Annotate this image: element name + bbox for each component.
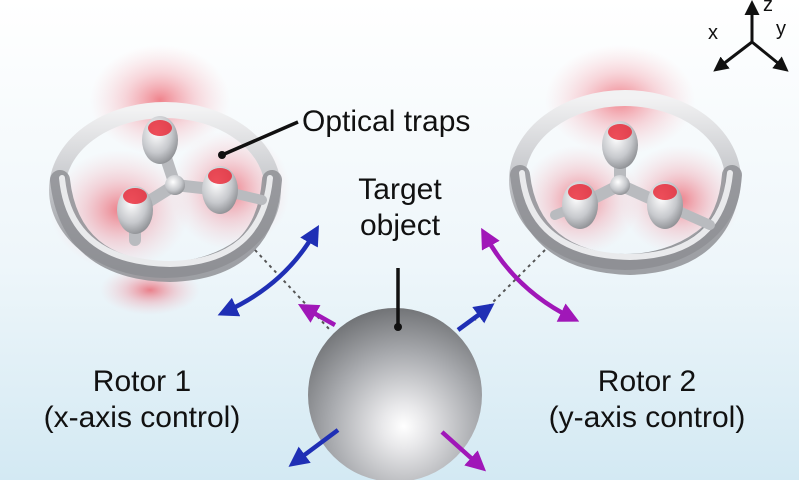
sphere-purple-arrow-upper-left [297, 304, 337, 327]
target-pointer-dot [394, 323, 402, 331]
rotor-1-label: Rotor 1 (x-axis control) [22, 364, 262, 436]
sphere-blue-arrow-lower-left [288, 428, 340, 467]
axis-label-z: z [763, 0, 773, 16]
sphere-blue-arrow-upper-right [456, 303, 495, 332]
rotor-2-rotation-arrow [481, 227, 580, 322]
coordinate-axes-icon [713, 0, 789, 72]
rotor-2-subtitle: (y-axis control) [548, 401, 746, 434]
axis-label-y: y [776, 18, 786, 40]
rotor-1-title: Rotor 1 [92, 365, 192, 398]
axis-label-x: x [708, 22, 718, 44]
optical-traps-pointer [221, 120, 299, 157]
optical-traps-pointer-dot [218, 151, 226, 159]
target-object-label: Target object [330, 172, 470, 244]
rotor-1-rotation-arrow [217, 224, 319, 317]
target-label-line1: Target [358, 173, 442, 206]
rotor-2-title: Rotor 2 [597, 365, 697, 398]
target-label-line2: object [359, 209, 441, 242]
rotor-1-illustration [49, 45, 290, 315]
rotor-1-subtitle: (x-axis control) [43, 401, 241, 434]
optical-traps-label: Optical traps [302, 105, 471, 138]
target-object-sphere [308, 308, 482, 480]
rotor-2-illustration [509, 45, 742, 276]
sphere-purple-arrow-lower-right [440, 430, 487, 472]
rotor-2-label: Rotor 2 (y-axis control) [527, 364, 767, 436]
